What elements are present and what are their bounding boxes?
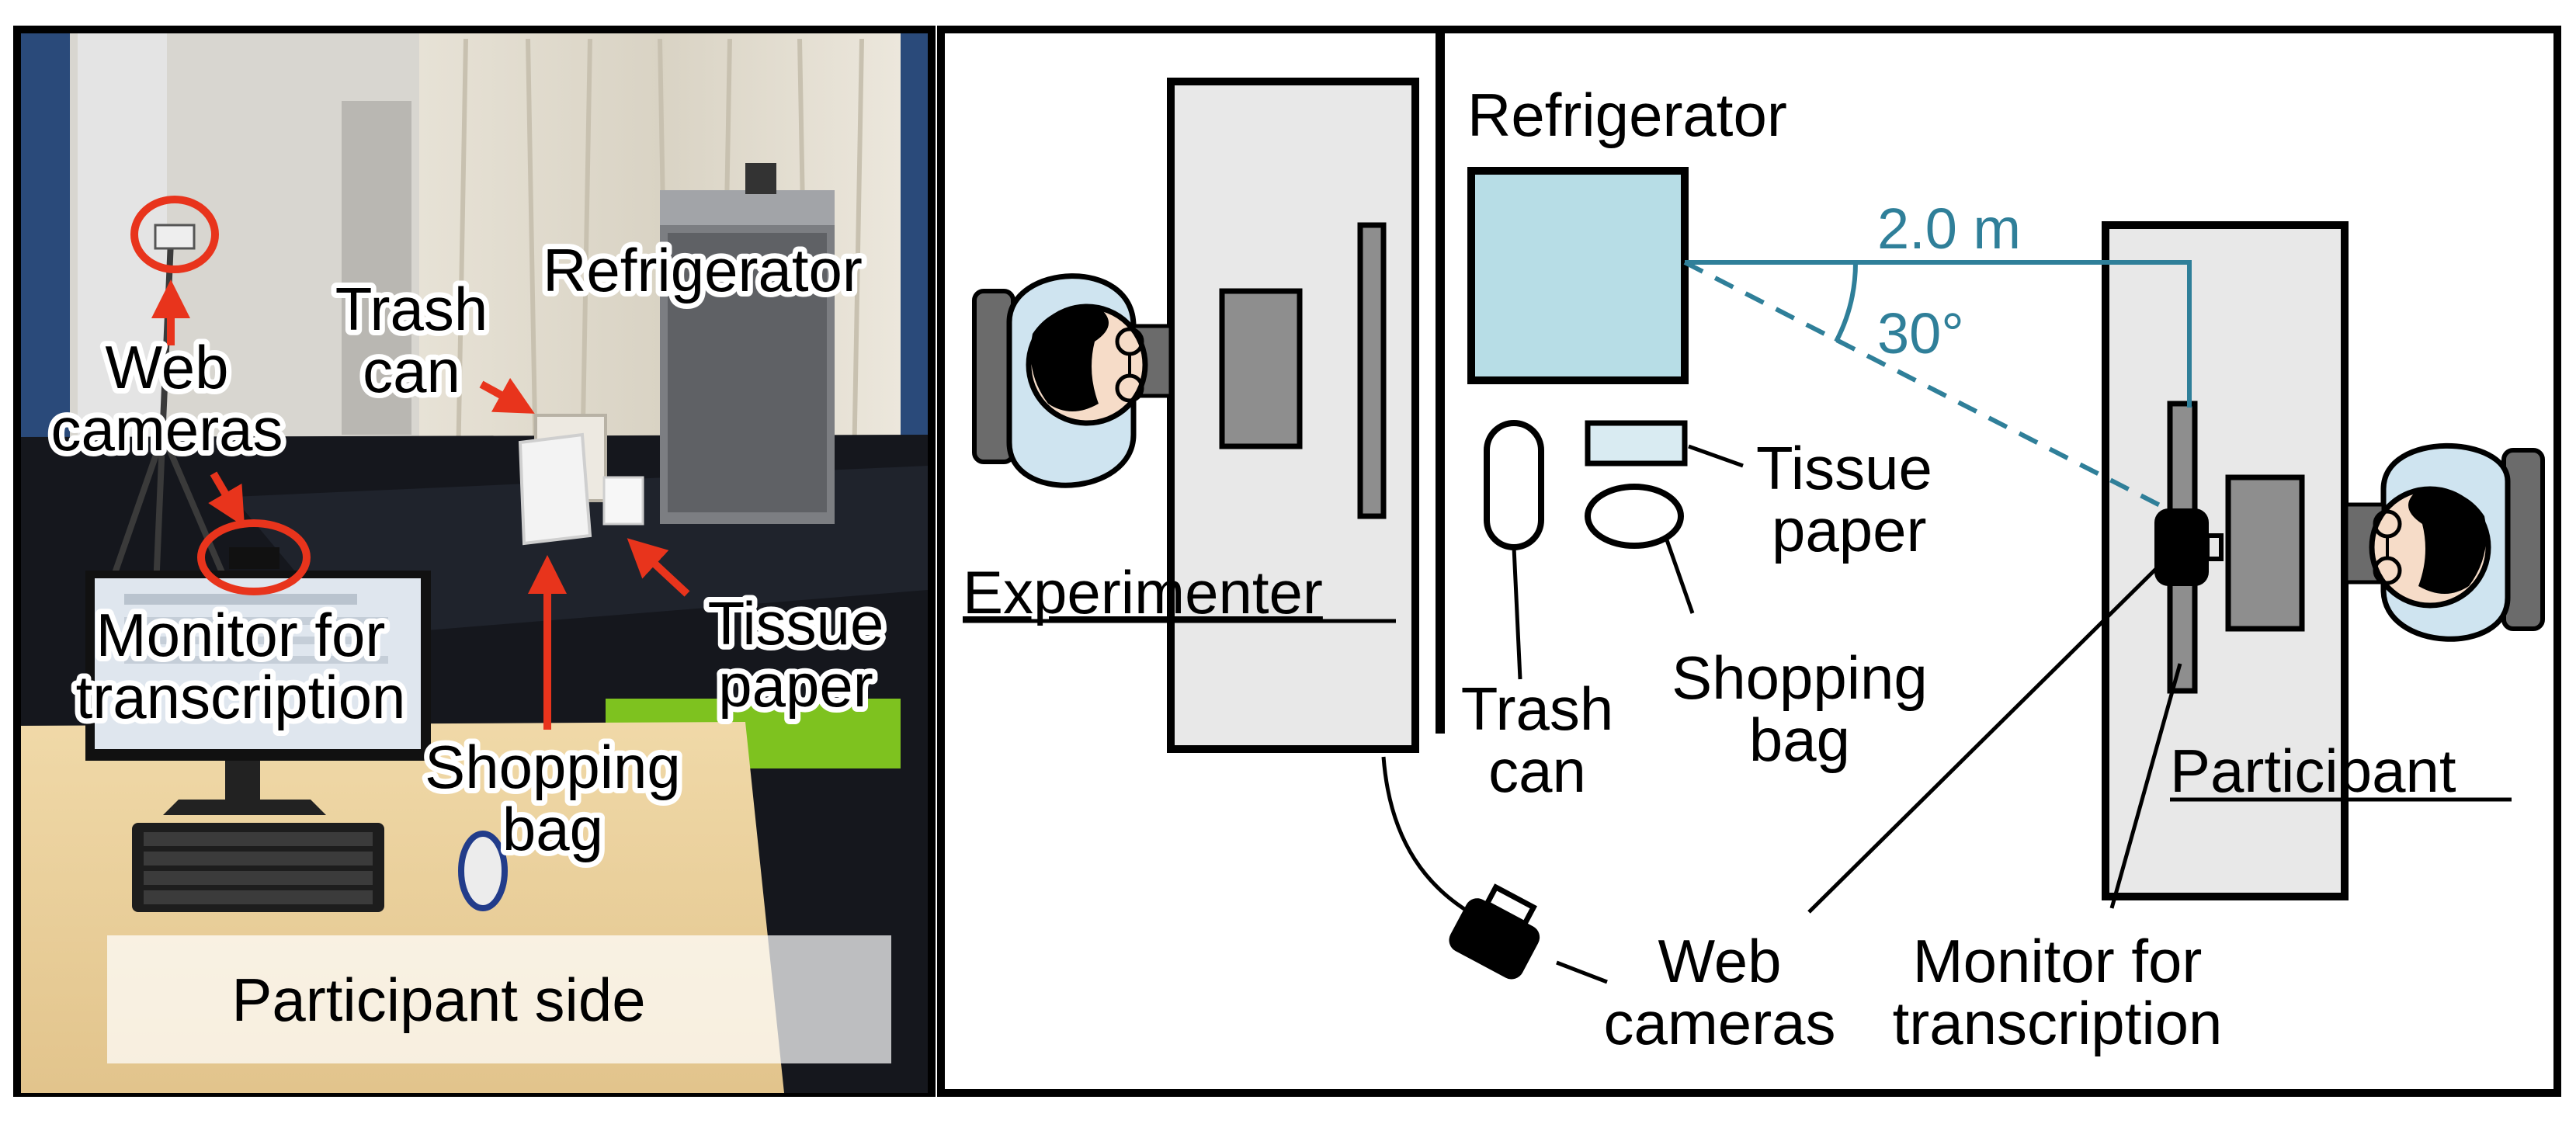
diagram-label-monitor-line1: Monitor for — [1913, 927, 2203, 995]
side-caption-box — [107, 935, 891, 1063]
diagram-refrigerator — [1467, 167, 1689, 384]
measurement-lines — [1683, 260, 2192, 511]
distance-label: 2.0 m — [1877, 196, 2021, 261]
leader-webcam-upper — [1807, 557, 2168, 914]
diagram-label-tissue-line2: paper — [1772, 496, 1927, 564]
diagram-trash-can — [1484, 420, 1544, 550]
diagram-label-experimenter: Experimenter — [963, 558, 1323, 626]
photo-label-web-cameras-line2: cameras — [50, 395, 283, 463]
photo-monitor — [85, 571, 431, 815]
diagram-label-webcams-line1: Web — [1658, 927, 1782, 995]
photo-tissue-paper — [602, 476, 644, 526]
participant-monitor — [2225, 474, 2305, 632]
experimenter-person — [972, 273, 1173, 488]
photo-annotations — [130, 196, 690, 730]
arrow-to-tissue-paper — [627, 538, 690, 597]
participant-webcam — [2154, 508, 2224, 586]
arrow-to-webcam-monitor — [208, 471, 245, 527]
angle-label: 30° — [1877, 301, 1964, 366]
diagram-label-webcams-line2: cameras — [1603, 989, 1835, 1057]
photo-label-tissue-line1: Tissue — [708, 589, 884, 657]
angle-arc — [1834, 262, 1859, 343]
diagram-label-shopping-line2: bag — [1749, 706, 1850, 774]
diagram-label-monitor-line2: transcription — [1893, 989, 2223, 1057]
leader-lines — [1381, 444, 2182, 984]
participant-person — [2344, 442, 2545, 642]
distance-line — [1685, 260, 2192, 408]
photo-keyboard — [132, 823, 384, 912]
photo-label-trash-can-line2: can — [363, 337, 460, 405]
photo-panel: Web cameras Trash can Refrigerator Monit… — [13, 26, 936, 1097]
diagram-label-refrigerator: Refrigerator — [1467, 81, 1787, 149]
webcam-high-circle — [130, 196, 219, 273]
webcam-monitor-circle — [197, 519, 311, 595]
photo-label-shopping-line1: Shopping — [425, 733, 681, 801]
diagram-label-trash-line1: Trash — [1461, 675, 1614, 743]
diagram-label-trash-line2: can — [1488, 737, 1586, 805]
photo-label-monitor-line1: Monitor for — [96, 601, 386, 669]
experimenter-keyboard — [1357, 222, 1387, 519]
diagram-webcam-lower — [1449, 883, 1540, 980]
diagram-label-participant: Participant — [2170, 737, 2456, 805]
diagram-tissue-paper — [1585, 420, 1688, 467]
photo-label-monitor-line2: transcription — [76, 663, 406, 731]
photo-webcam-monitor — [229, 547, 279, 569]
leader-tissue — [1688, 444, 1744, 468]
leader-monitor — [2109, 663, 2182, 909]
photo-webcam-high — [154, 224, 196, 250]
diagram-label-tissue-line1: Tissue — [1756, 434, 1932, 502]
photo-label-tissue-line2: paper — [718, 651, 873, 720]
photo-mouse — [458, 831, 508, 911]
leader-trash — [1512, 546, 1522, 680]
photo-label-refrigerator: Refrigerator — [543, 236, 863, 304]
photo-side-caption: Participant side — [231, 966, 645, 1034]
angle-line — [1683, 260, 2168, 511]
diagram-shopping-bag — [1585, 484, 1684, 549]
experimenter-desk — [1167, 78, 1419, 753]
leader-shopping — [1663, 535, 1695, 614]
photo-refrigerator — [660, 163, 835, 524]
partition — [78, 33, 167, 468]
photo-label-trash-can-line1: Trash — [335, 275, 488, 343]
photo-label-shopping-line2: bag — [502, 795, 603, 863]
arrow-to-trash-can — [479, 377, 535, 414]
leader-webcam-lower — [1556, 960, 1608, 984]
diagram-panel: 2.0 m 30° Refrigerator Experimenter Part… — [937, 26, 2561, 1097]
diagram-label-shopping-line1: Shopping — [1672, 644, 1928, 712]
experimenter-monitor — [1219, 288, 1303, 449]
photo-label-web-cameras-line1: Web — [106, 333, 229, 401]
photo-shopping-bag — [518, 432, 592, 546]
